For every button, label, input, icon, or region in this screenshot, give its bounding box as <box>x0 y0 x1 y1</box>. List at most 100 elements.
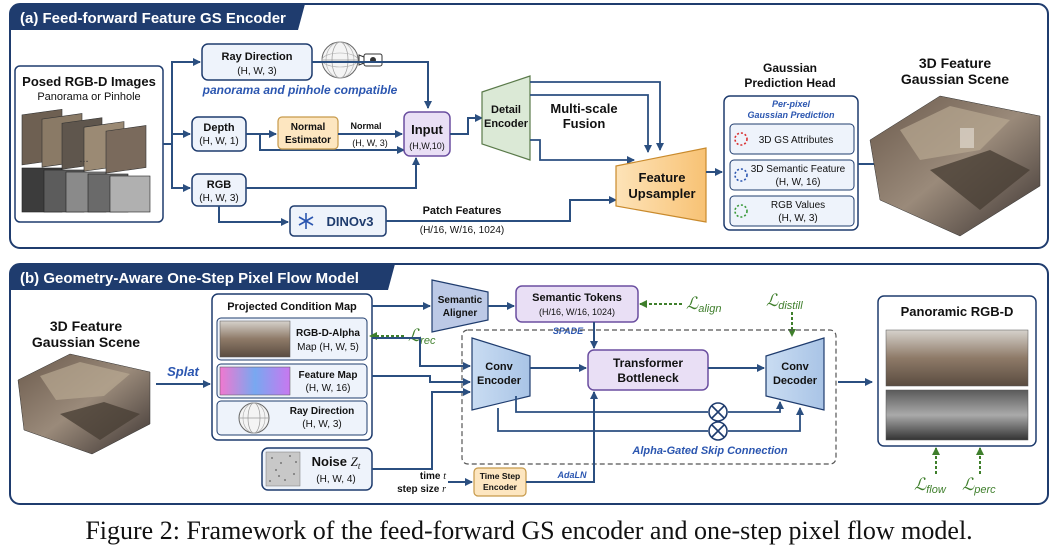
patch-features-title: Patch Features <box>423 205 502 217</box>
skip-note: Alpha-Gated Skip Connection <box>631 445 788 457</box>
output-rgb-image <box>885 329 1029 387</box>
arrow-depth-to-input <box>259 134 405 154</box>
transformer-line1: Transformer <box>613 356 683 370</box>
time-step-encoder-line2: Encoder <box>483 482 518 492</box>
loss-perc-symbol: ℒ <box>962 475 975 494</box>
head-item-2-line1: 3D Semantic Feature <box>751 164 846 175</box>
per-pixel-line1: Per-pixel <box>772 99 811 109</box>
skip-line-2a <box>497 408 708 432</box>
noise-thumb <box>265 451 301 487</box>
arrow-to-ray <box>171 58 201 144</box>
scene-a-line2: Gaussian Scene <box>901 71 1009 87</box>
semantic-tokens-dims: (H/16, W/16, 1024) <box>539 307 615 317</box>
diagram-canvas: (a) Feed-forward Feature GS Encoder Pose… <box>9 3 1049 505</box>
semantic-aligner-line1: Semantic <box>438 295 483 306</box>
loss-rec-sub: rec <box>420 335 436 347</box>
panel-a-title: (a) Feed-forward Feature GS Encoder <box>20 10 286 27</box>
depth-title: Depth <box>203 122 234 134</box>
transformer-line2: Bottleneck <box>617 371 679 385</box>
snowflake-icon <box>298 213 314 229</box>
rgb-image-stack <box>21 108 147 174</box>
scene-b-line1: 3D Feature <box>50 318 123 334</box>
rgbd-alpha-thumb <box>219 320 291 358</box>
dots-icon-green <box>734 204 748 218</box>
panel-a-frame <box>9 3 1049 249</box>
panel-a-tab <box>10 4 305 30</box>
normal-estimator-line2: Estimator <box>285 135 331 146</box>
ray-direction-dims: (H, W, 3) <box>237 66 276 77</box>
gate-icon-1 <box>708 402 728 422</box>
arrow-to-rgb <box>171 144 191 192</box>
scene-a-line1: 3D Feature <box>919 55 992 71</box>
head-item-rgb-values <box>729 195 855 227</box>
upsampler-line1: Feature <box>639 170 686 185</box>
noise-texture <box>269 455 297 482</box>
arrow-ray-to-input <box>312 61 432 109</box>
dots-icon-red <box>734 132 748 146</box>
loss-perc-sub: perc <box>973 484 996 496</box>
loss-rec-symbol: ℒ <box>408 326 421 345</box>
sphere-icon <box>321 41 359 79</box>
noise-symbol: Z <box>351 454 359 469</box>
loss-align: ℒalign <box>686 294 722 315</box>
loss-distill: ℒdistill <box>766 291 803 312</box>
arrow-time-to-transformer <box>526 391 598 483</box>
semantic-aligner-shape <box>431 279 489 333</box>
loss-align-sub: align <box>698 303 721 315</box>
head-title-line2: Prediction Head <box>744 76 835 90</box>
normal-estimator-line1: Normal <box>291 122 326 133</box>
conv-decoder-shape <box>765 337 825 411</box>
ray-direction-b-line1: Ray Direction <box>290 406 354 417</box>
ray-direction-title: Ray Direction <box>222 51 293 63</box>
panel-b-title: (b) Geometry-Aware One-Step Pixel Flow M… <box>20 270 359 287</box>
output-depth-image <box>885 389 1029 441</box>
conv-encoder-line2: Encoder <box>477 375 522 387</box>
panel-b-tab <box>10 264 395 290</box>
time-label-word: time <box>420 471 443 482</box>
semantic-tokens-title: Semantic Tokens <box>532 292 622 304</box>
depth-image-stack <box>21 167 151 213</box>
feature-map-thumb <box>219 366 291 396</box>
head-item-2-line2: (H, W, 16) <box>775 177 820 188</box>
condition-map-title: Projected Condition Map <box>227 301 357 313</box>
loss-align-symbol: ℒ <box>686 294 699 313</box>
detail-encoder-line2: Encoder <box>484 118 529 130</box>
ray-direction-b-line2: (H, W, 3) <box>302 419 341 430</box>
scene-a-image <box>869 95 1041 237</box>
arrow-rgb-to-input <box>246 157 420 189</box>
rgb-title: RGB <box>207 179 232 191</box>
step-size-label: step size r <box>397 484 446 495</box>
time-label: time t <box>420 471 446 482</box>
conv-decoder-line1: Conv <box>781 361 809 373</box>
figure-caption: Figure 2: Framework of the feed-forward … <box>85 516 973 545</box>
head-title-line1: Gaussian <box>763 61 817 75</box>
normal-out-dims: (H, W, 3) <box>352 138 388 148</box>
arrow-dino-to-upsampler <box>386 196 617 222</box>
rgbd-alpha-line2: Map (H, W, 5) <box>297 342 359 353</box>
loss-flow-symbol: ℒ <box>914 475 927 494</box>
arrow-detail-scale3 <box>530 139 635 164</box>
skip-line-1b <box>728 401 784 413</box>
arrow-feat-to-encoder <box>372 375 471 386</box>
compat-note: panorama and pinhole compatible <box>202 83 398 97</box>
posed-images-subtitle: Panorama or Pinhole <box>37 91 140 103</box>
arrow-detail-scale2 <box>530 94 652 153</box>
transformer-box <box>587 349 709 391</box>
head-item-3-line1: RGB Values <box>771 200 825 211</box>
skip-line-2b <box>728 407 804 432</box>
dots-icon-blue <box>734 168 748 182</box>
head-item-3-line2: (H, W, 3) <box>778 213 817 224</box>
arrow-noise-to-encoder <box>372 388 471 470</box>
noise-sub: t <box>358 461 361 471</box>
feature-map-line1: Feature Map <box>299 370 358 381</box>
input-title: Input <box>411 122 443 137</box>
splat-label: Splat <box>167 364 199 379</box>
adaln-label: AdaLN <box>557 470 588 480</box>
loss-distill-sub: distill <box>778 300 803 312</box>
noise-dims: (H, W, 4) <box>316 474 355 485</box>
semantic-tokens-box <box>515 285 639 323</box>
rgbd-alpha-line1: RGB-D-Alpha <box>296 328 360 339</box>
output-title: Panoramic RGB-D <box>901 304 1014 319</box>
rgb-dims: (H, W, 3) <box>199 193 238 204</box>
depth-dims: (H, W, 1) <box>199 136 238 147</box>
